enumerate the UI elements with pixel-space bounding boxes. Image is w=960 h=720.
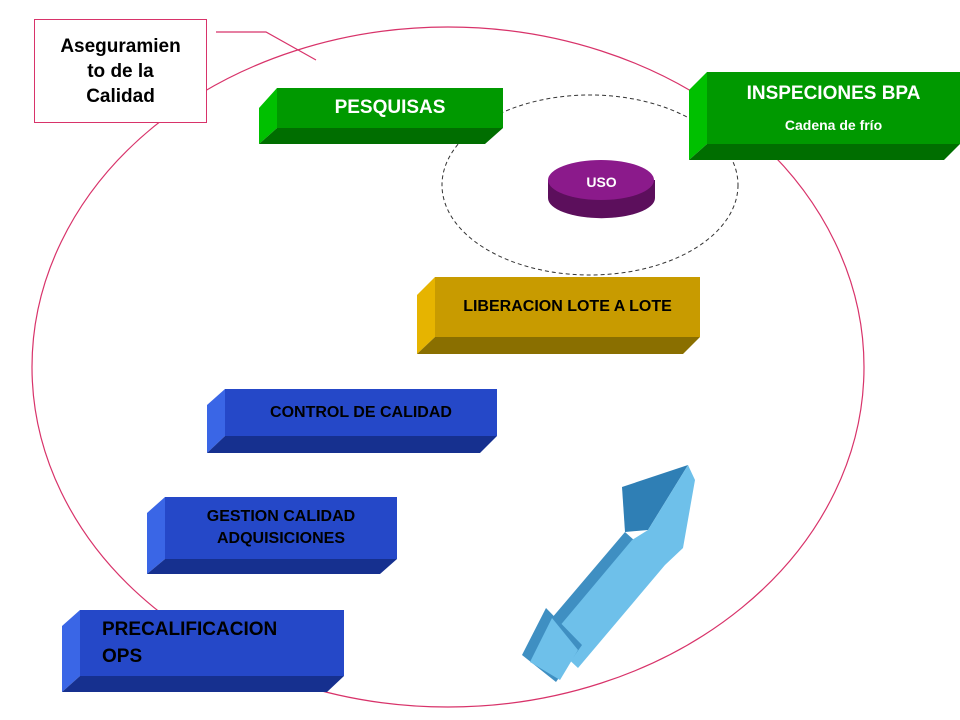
precalificacion-line-1: PRECALIFICACION [102,619,278,640]
gestion-block [147,497,397,574]
callout-leader-line [216,31,317,61]
inspeciones-label: INSPECIONES BPA Cadena de frío [707,72,960,144]
uso-dashed-ellipse [441,94,739,276]
control-calidad-label: CONTROL DE CALIDAD [270,403,452,421]
precalificacion-line-2: OPS [102,646,143,667]
gestion-label: GESTION CALIDAD ADQUISICIONES [165,497,397,559]
quality-assurance-callout: Aseguramien to de la Calidad [34,19,207,123]
liberacion-block [417,277,700,354]
precalificacion-label: PRECALIFICACION OPS [80,610,344,676]
callout-line-3: Calidad [86,85,155,107]
inspeciones-title: INSPECIONES BPA [746,83,921,104]
gestion-line-2: ADQUISICIONES [216,530,345,547]
inspeciones-block [689,72,960,160]
quality-scope-ellipse [31,26,865,708]
callout-line-1: Aseguramien [60,35,181,57]
gestion-line-1: GESTION CALIDAD [206,508,356,525]
uso-label: USO [586,174,617,190]
liberacion-label: LIBERACION LOTE A LOTE [463,298,672,315]
inspeciones-subtitle: Cadena de frío [784,117,883,133]
pesquisas-block [259,88,503,144]
callout-line-2: to de la [87,60,154,82]
control-block [207,389,497,453]
upward-arrow-icon [522,465,695,682]
precalificacion-block [62,610,344,692]
pesquisas-label: PESQUISAS [334,97,446,118]
uso-disc [548,160,655,219]
